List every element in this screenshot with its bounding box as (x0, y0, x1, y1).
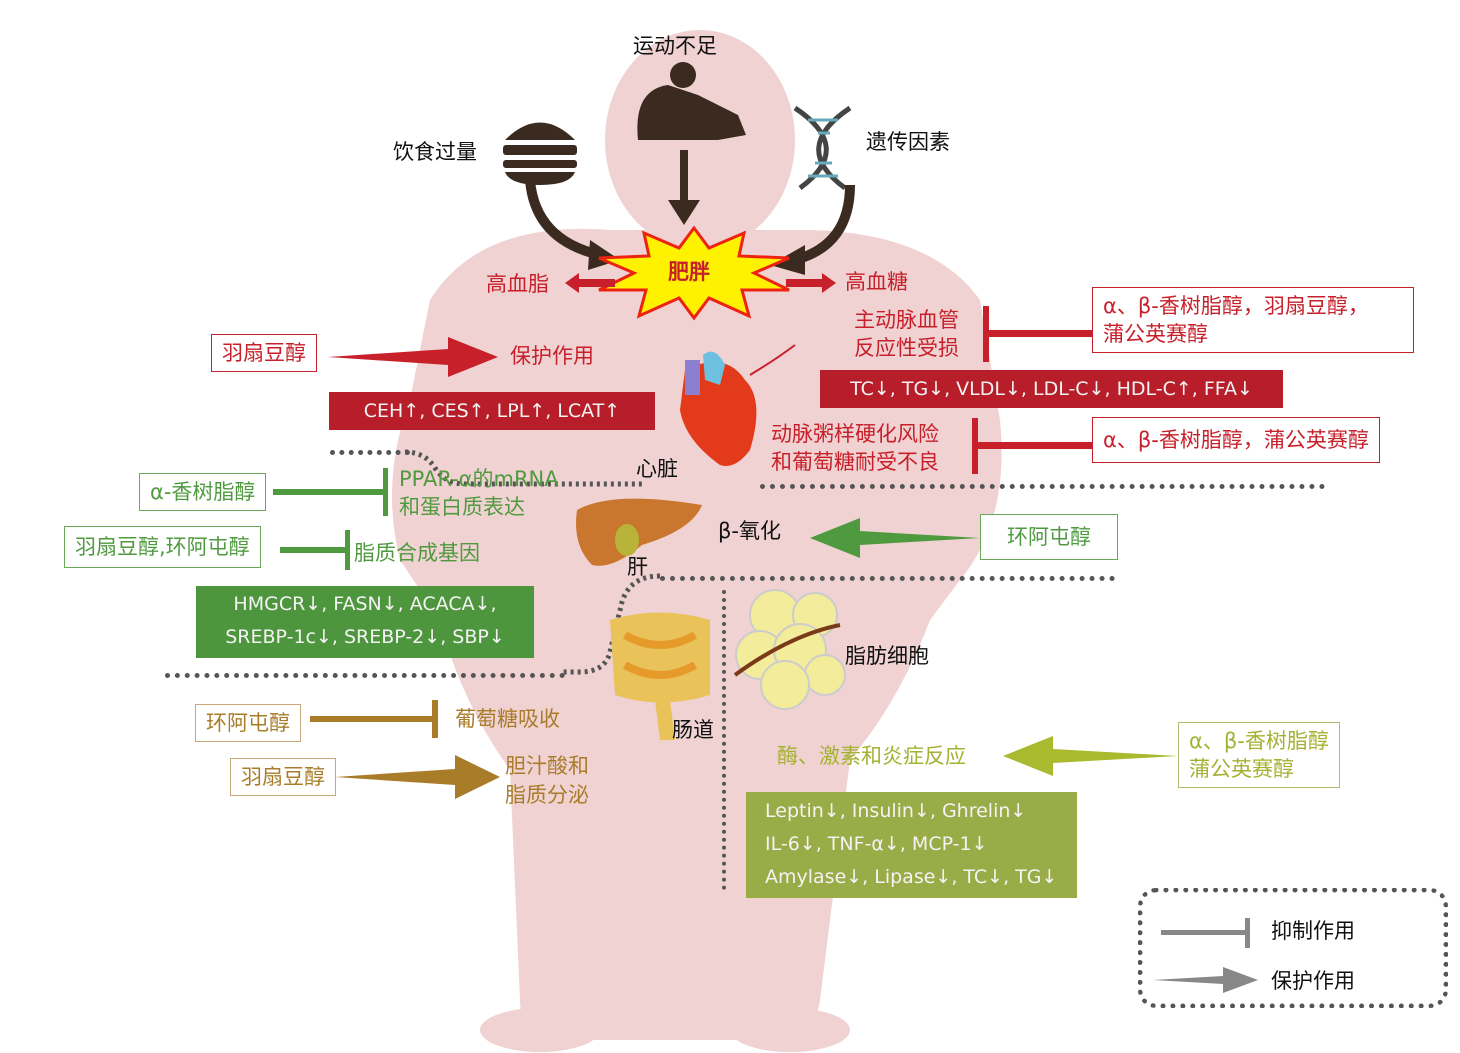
heart-target-bottom-line1: 动脉粥样硬化风险 (771, 422, 939, 446)
inhibit-symbol-top (983, 306, 1093, 362)
intestine-label: 肠道 (672, 718, 714, 742)
adipocyte-marker-line: Amylase↓, Lipase↓, TC↓, TG↓ (765, 866, 1058, 888)
heart-markers-left: CEH↑, CES↑, LPL↑, LCAT↑ (329, 392, 655, 430)
beta-oxidation-label: β-氧化 (718, 519, 781, 543)
heart-target-top-line1: 主动脉血管 (854, 308, 959, 332)
liver-markers-line2: SREBP-1c↓, SREBP-2↓, SBP↓ (225, 626, 505, 648)
liver-markers: HMGCR↓, FASN↓, ACACA↓, SREBP-1c↓, SREBP-… (196, 586, 534, 658)
liver-label: 肝 (627, 555, 648, 579)
inhibit-symbol-liver1 (273, 468, 388, 516)
adipocyte-label: 脂肪细胞 (845, 644, 929, 668)
legend-protect-label: 保护作用 (1271, 969, 1355, 993)
legend-inhibit-label: 抑制作用 (1271, 919, 1355, 943)
heart-protect-label: 保护作用 (510, 344, 594, 368)
heart-markers-right: TC↓, TG↓, VLDL↓, LDL-C↓, HDL-C↑, FFA↓ (820, 370, 1283, 408)
intestine-agent2-box: 羽扇豆醇 (230, 758, 336, 796)
liver-agent1-box: α-香树脂醇 (139, 473, 267, 511)
divider-curve (404, 449, 645, 487)
intestine-target2-line1: 胆汁酸和 (505, 754, 589, 778)
heart-agent-top-line1: α、β-香树脂醇，羽扇豆醇， (1103, 294, 1369, 318)
intestine-target2-line2: 脂质分泌 (505, 783, 589, 807)
inhibit-legend-icon (1161, 918, 1250, 948)
divider (660, 576, 1115, 581)
left-double-arrow-icon (565, 273, 615, 293)
heart-target-top-line2: 反应性受损 (854, 336, 959, 360)
adipocyte-target-label: 酶、激素和炎症反应 (777, 744, 966, 768)
obesity-label: 肥胖 (668, 260, 710, 284)
divider (722, 590, 726, 890)
dna-icon (793, 105, 852, 191)
intestine-target1-label: 葡萄糖吸收 (455, 707, 560, 731)
protect-arrow-liver (810, 518, 980, 558)
adipocyte-agent-box: α、β-香树脂醇 蒲公英赛醇 (1178, 722, 1340, 788)
liver-target1-line2: 和蛋白质表达 (399, 495, 525, 519)
legend: 抑制作用 保护作用 (1138, 888, 1448, 1008)
protect-arrow-intestine (335, 755, 500, 799)
liver-target1-line1: PPAR-α的mRNA (399, 467, 559, 491)
adipocyte-agent-line2: 蒲公英赛醇 (1189, 757, 1294, 781)
liver-target2-label: 脂质合成基因 (354, 541, 480, 565)
intestine-agent1-box: 环阿屯醇 (195, 704, 301, 742)
liver-icon (576, 498, 702, 566)
cause-genetic-label: 遗传因素 (866, 130, 950, 154)
divider (760, 484, 1325, 489)
liver-agent3-box: 环阿屯醇 (980, 514, 1118, 560)
divider (330, 450, 410, 455)
protect-legend-icon (1153, 967, 1258, 993)
hyperlipidemia-label: 高血脂 (486, 272, 549, 296)
adipocyte-icon (733, 589, 846, 710)
sitting-person-icon (637, 62, 746, 140)
liver-agent2-box: 羽扇豆醇,环阿屯醇 (64, 526, 261, 568)
cause-exercise-label: 运动不足 (633, 34, 717, 58)
down-arrow-icon (668, 150, 700, 225)
right-double-arrow-icon (786, 273, 836, 293)
protect-arrow-adipocyte (1003, 736, 1178, 776)
heart-target-bottom-line2: 和葡萄糖耐受不良 (771, 450, 939, 474)
hyperglycemia-label: 高血糖 (845, 270, 908, 294)
obesity-burst-icon (598, 225, 790, 321)
heart-agent-bottom-box: α、β-香树脂醇，蒲公英赛醇 (1092, 417, 1380, 463)
adipocyte-marker-line: Leptin↓, Insulin↓, Ghrelin↓ (765, 800, 1027, 822)
burger-icon (503, 122, 577, 185)
heart-agent-top-box: α、β-香树脂醇，羽扇豆醇， 蒲公英赛醇 (1092, 287, 1414, 353)
inhibit-symbol-liver2 (280, 530, 350, 570)
adipocyte-markers: Leptin↓, Insulin↓, Ghrelin↓ IL-6↓, TNF-α… (746, 792, 1077, 898)
intestine-icon (610, 612, 710, 740)
heart-agent-lupeol-box: 羽扇豆醇 (211, 334, 317, 372)
protect-arrow-icon (328, 337, 498, 377)
inhibit-symbol-intestine (310, 700, 438, 738)
divider (165, 673, 565, 678)
adipocyte-marker-line: IL-6↓, TNF-α↓, MCP-1↓ (765, 833, 988, 855)
liver-markers-line1: HMGCR↓, FASN↓, ACACA↓, (233, 593, 497, 615)
heart-icon (680, 344, 796, 466)
heart-label: 心脏 (636, 457, 678, 481)
heart-agent-top-line2: 蒲公英赛醇 (1103, 322, 1208, 346)
inhibit-symbol-bottom (972, 418, 1092, 474)
cause-diet-label: 饮食过量 (393, 140, 477, 164)
adipocyte-agent-line1: α、β-香树脂醇 (1189, 729, 1329, 753)
